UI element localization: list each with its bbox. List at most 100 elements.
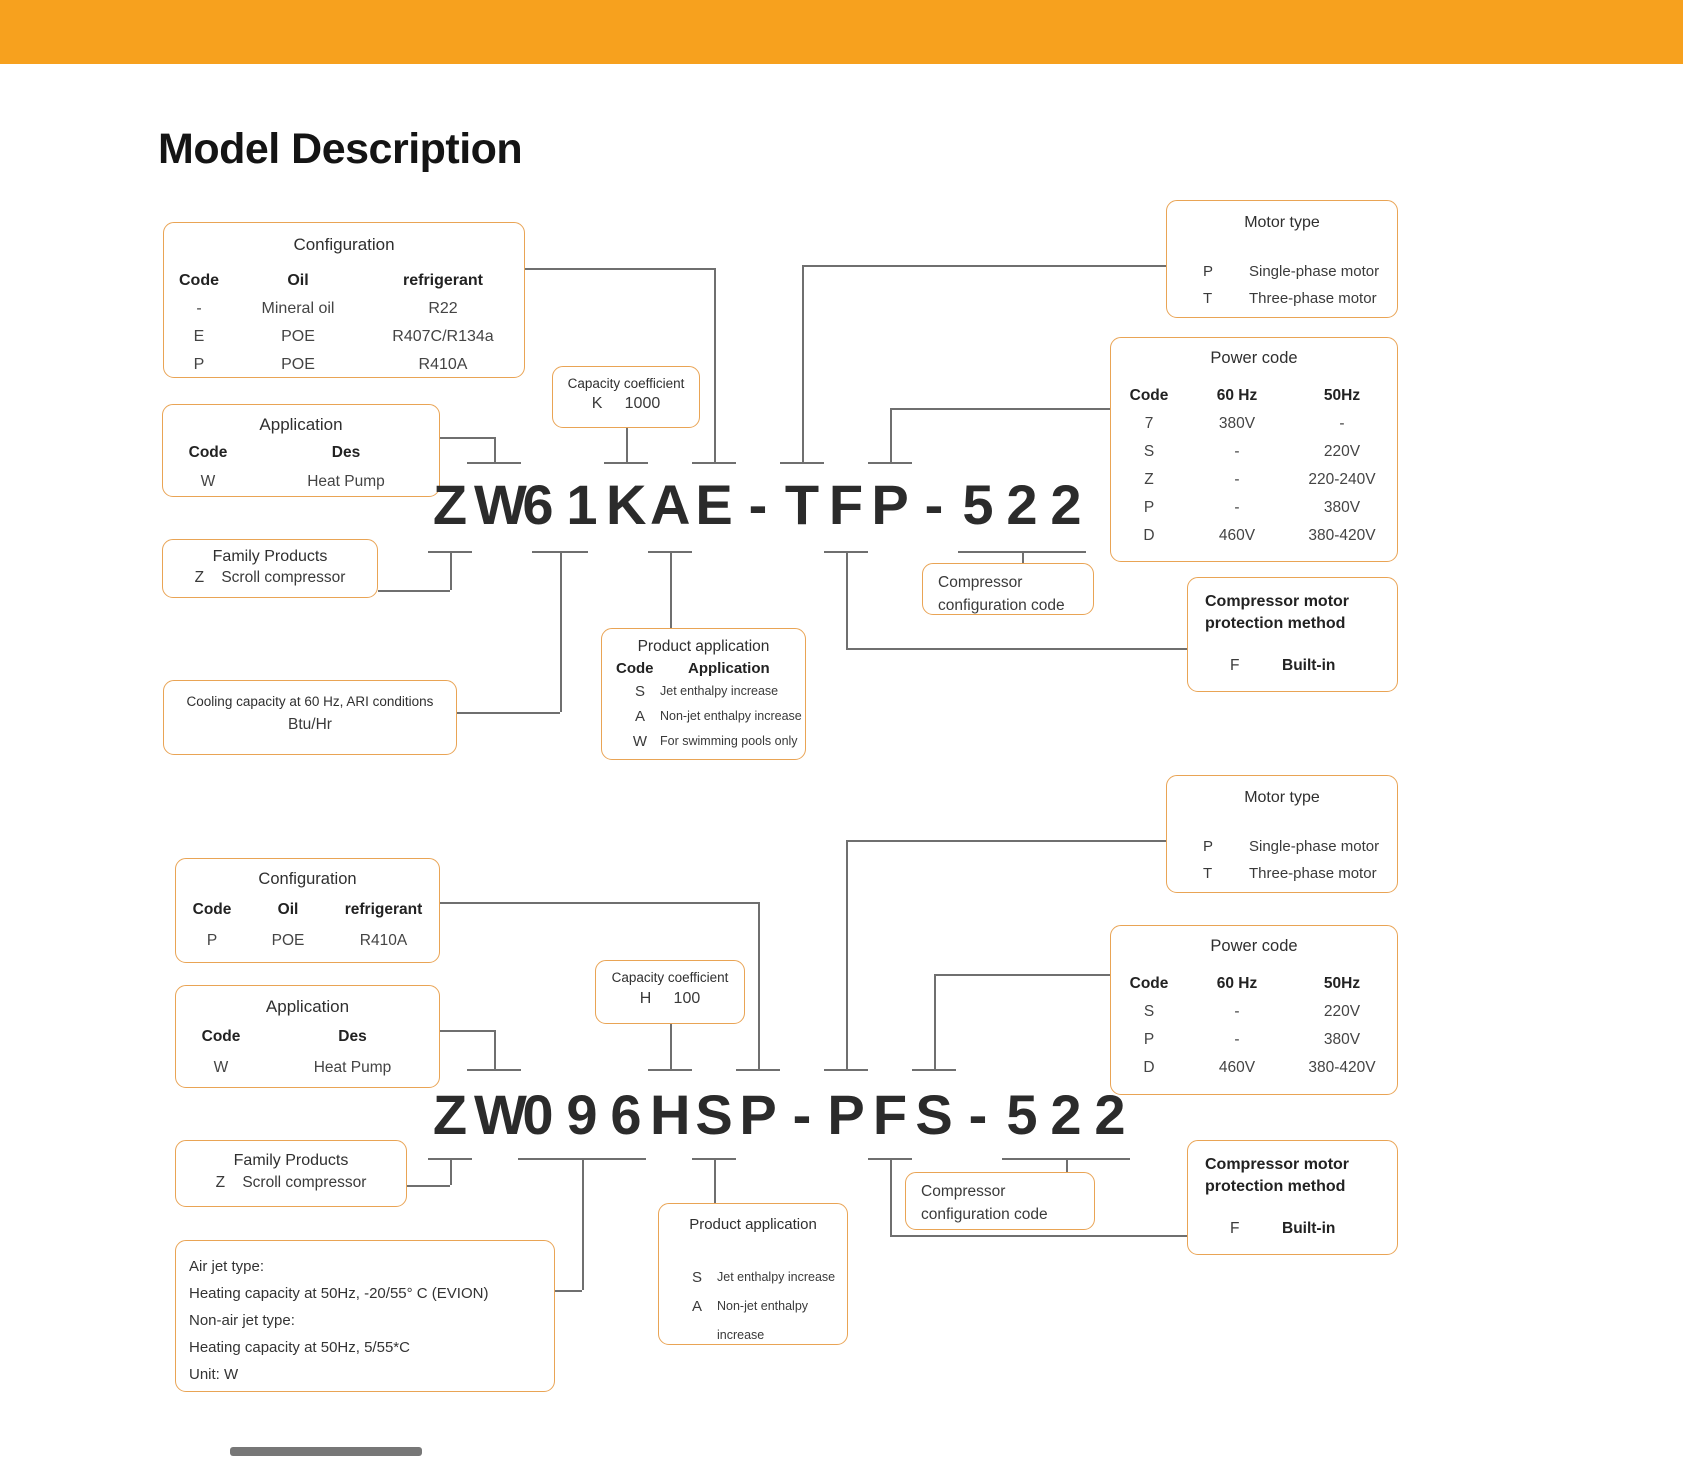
motor-table-2: P Single-phase motor T Three-phase motor <box>1167 833 1397 887</box>
config-code-box-1: Compressor configuration code <box>922 563 1094 615</box>
cell: Heat Pump <box>307 473 385 490</box>
connector <box>407 1185 450 1187</box>
col-header: Des <box>331 444 361 461</box>
cell: Scroll compressor <box>242 1174 367 1191</box>
model-code-char: A <box>650 473 691 536</box>
box-title: Motor type <box>1244 789 1320 806</box>
family-products-box-2: Family Products Z Scroll compressor <box>175 1140 407 1207</box>
product-application-box-2: Product application S Jet enthalpy incre… <box>658 1203 848 1345</box>
connector <box>555 1290 582 1292</box>
application-table-2: Code Des W Heat Pump <box>176 1021 439 1083</box>
connector <box>450 1158 452 1185</box>
connector <box>494 437 496 462</box>
cell: E <box>193 328 205 345</box>
model-code-char: 5 <box>962 473 994 536</box>
box-title: Capacity coefficient <box>611 970 729 985</box>
connector <box>378 590 450 592</box>
protection-title-line1: Compressor motor <box>1205 1156 1350 1173</box>
cell: W <box>200 473 216 490</box>
connector <box>758 902 760 1069</box>
cell: P <box>206 932 218 949</box>
connector <box>846 840 1166 842</box>
model-code-char: P <box>827 1083 865 1146</box>
connector <box>846 648 1187 650</box>
col-header: Code <box>192 901 232 918</box>
cell: Mineral oil <box>261 300 335 317</box>
connector <box>670 1024 672 1069</box>
cell: Non-jet enthalpy increase <box>717 1299 809 1342</box>
cell: - <box>1234 1031 1240 1048</box>
family-row: Z Scroll compressor <box>176 1174 406 1192</box>
cell: 220-240V <box>1308 471 1376 488</box>
cell: R410A <box>359 932 408 949</box>
model-code-char: - <box>748 473 768 536</box>
col-header: 60 Hz <box>1216 387 1258 404</box>
connector <box>890 1235 1187 1237</box>
cell: R407C/R134a <box>392 328 494 345</box>
cell: T <box>1203 865 1213 882</box>
cell: R22 <box>428 300 458 317</box>
cell: Z <box>1144 471 1154 488</box>
cooling-capacity-box-1: Cooling capacity at 60 Hz, ARI condition… <box>163 680 457 755</box>
model-code-char: 1 <box>566 473 598 536</box>
configuration-table-2: Code Oil refrigerant P POE R410A <box>176 894 439 956</box>
box-title: Power code <box>1210 349 1298 367</box>
connector <box>714 268 716 462</box>
cell: Scroll compressor <box>221 569 346 586</box>
product-application-table-1: S Jet enthalpy increase A Non-jet enthal… <box>602 679 805 754</box>
cell: 380V <box>1323 1031 1361 1048</box>
family-row: Z Scroll compressor <box>163 569 377 587</box>
model-code-char: Z <box>432 1083 468 1146</box>
model-code-char: 2 <box>1050 1083 1082 1146</box>
connector <box>467 1069 521 1071</box>
col-header: Code <box>1129 975 1169 992</box>
cell: W <box>632 733 648 750</box>
connector <box>736 1069 780 1071</box>
config-code-text: Compressor configuration code <box>923 564 1093 617</box>
application-box-2: Application Code Des W Heat Pump <box>175 985 440 1088</box>
connector <box>1066 1158 1068 1172</box>
model-code-char: F <box>828 473 864 536</box>
cell: 220V <box>1323 1003 1361 1020</box>
col-header: refrigerant <box>402 272 484 289</box>
connector <box>890 408 1110 410</box>
connector <box>846 551 848 648</box>
cell: - <box>1234 471 1240 488</box>
cell: 460V <box>1218 1059 1256 1076</box>
model-code-char: - <box>924 473 944 536</box>
connector <box>604 462 648 464</box>
col-header: Oil <box>287 272 309 289</box>
box-title: Family Products <box>233 1152 349 1169</box>
heating-capacity-text: Air jet type: Heating capacity at 50Hz, … <box>176 1241 554 1388</box>
cell: 380V <box>1218 415 1256 432</box>
protection-row: F Built-in <box>1188 1220 1397 1238</box>
model-code-char: P <box>871 473 909 536</box>
configuration-table-1: Code Oil refrigerant - Mineral oil R22 E… <box>164 267 524 379</box>
power-code-box-1: Power code Code 60 Hz 50Hz 7 380V - S - … <box>1110 337 1398 562</box>
model-code-char: H <box>650 1083 691 1146</box>
box-title: Application <box>259 415 343 434</box>
connector <box>912 1069 956 1071</box>
model-code-char: 2 <box>1094 1083 1126 1146</box>
protection-title-line2: protection method <box>1205 1178 1346 1195</box>
config-code-text: Compressor configuration code <box>906 1173 1094 1226</box>
col-header: Code <box>201 1028 241 1045</box>
config-code-line2: configuration code <box>938 597 1065 614</box>
model-code-char: 0 <box>522 1083 554 1146</box>
cell: 220V <box>1323 443 1361 460</box>
box-title: Product application <box>637 638 770 655</box>
power-code-box-2: Power code Code 60 Hz 50Hz S - 220V P - … <box>1110 925 1398 1095</box>
protection-row: F Built-in <box>1188 657 1397 675</box>
box-title: Capacity coefficient <box>567 376 685 391</box>
heating-line: Non-air jet type: <box>189 1312 295 1329</box>
heating-line: Heating capacity at 50Hz, -20/55° C (EVI… <box>189 1285 489 1302</box>
cell: P <box>1143 499 1155 516</box>
cell: D <box>1143 1059 1155 1076</box>
motor-type-box-1: Motor type P Single-phase motor T Three-… <box>1166 200 1398 318</box>
cell: Three-phase motor <box>1249 865 1377 882</box>
cell: - <box>196 300 202 317</box>
col-header: Oil <box>277 901 299 918</box>
box-title: Family Products <box>212 548 328 565</box>
col-header: 60 Hz <box>1216 975 1258 992</box>
